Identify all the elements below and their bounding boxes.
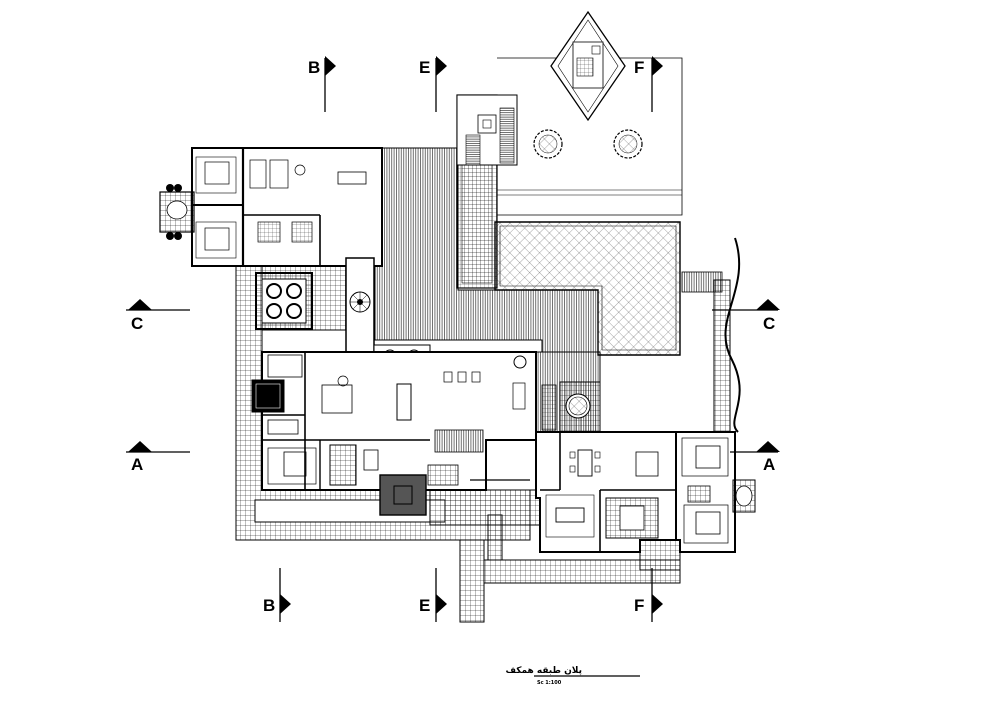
section-marker-b-bottom: B [263,568,291,622]
pavilion [550,10,626,122]
svg-text:C: C [131,314,143,333]
svg-text:A: A [131,455,143,474]
section-marker-e-bottom: E [419,568,447,622]
svg-text:A: A [763,455,775,474]
main-house [251,351,537,516]
section-marker-c-right: C [712,299,780,333]
svg-text:E: E [419,596,430,615]
section-marker-c-left: C [126,299,190,333]
title-block: پلان طبقه همکف Sc 1:100 [506,666,640,686]
svg-text:E: E [419,58,430,77]
tree-icon [613,129,643,159]
courtyard-planters [255,272,313,330]
svg-text:C: C [763,314,775,333]
fountain-court [541,381,601,433]
drawing-title: پلان طبقه همکف [506,666,582,676]
svg-text:B: B [308,58,320,77]
east-wing [535,431,756,553]
section-marker-b-top: B [308,56,336,112]
tree-icon [533,129,563,159]
section-marker-a-left: A [126,441,190,474]
east-ramp [681,237,741,433]
svg-text:F: F [634,58,644,77]
section-marker-f-bottom: F [634,568,663,622]
drawing-scale: Sc 1:100 [537,680,562,686]
section-marker-f-top: F [634,56,663,112]
svg-text:B: B [263,596,275,615]
exterior-stair [456,94,518,289]
section-marker-e-top: E [419,56,447,112]
swimming-pool [494,221,681,356]
section-marker-a-right: A [730,441,780,474]
svg-text:F: F [634,596,644,615]
northwest-wing [159,147,383,267]
